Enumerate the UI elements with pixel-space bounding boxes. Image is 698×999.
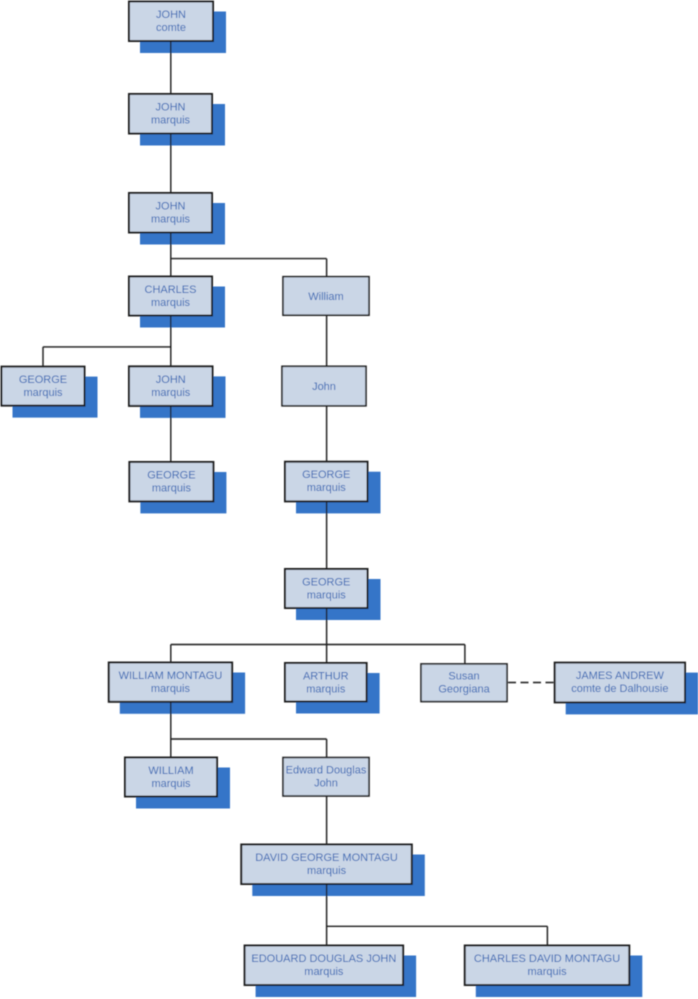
svg-text:JOHN: JOHN bbox=[156, 9, 186, 21]
svg-text:JOHN: JOHN bbox=[156, 374, 186, 386]
svg-text:marquis: marquis bbox=[304, 966, 344, 978]
svg-text:ARTHUR: ARTHUR bbox=[303, 671, 349, 683]
svg-text:marquis: marquis bbox=[527, 966, 567, 978]
svg-text:marquis: marquis bbox=[151, 683, 191, 695]
svg-text:William: William bbox=[308, 291, 343, 303]
svg-text:WILLIAM: WILLIAM bbox=[148, 765, 193, 777]
svg-text:marquis: marquis bbox=[151, 115, 191, 127]
svg-text:marquis: marquis bbox=[152, 483, 192, 495]
svg-text:DAVID GEORGE MONTAGU: DAVID GEORGE MONTAGU bbox=[255, 852, 398, 864]
svg-text:marquis: marquis bbox=[307, 482, 347, 494]
svg-text:GEORGE: GEORGE bbox=[302, 469, 350, 481]
svg-text:CHARLES DAVID MONTAGU: CHARLES DAVID MONTAGU bbox=[474, 953, 620, 965]
svg-text:marquis: marquis bbox=[151, 387, 191, 399]
svg-text:marquis: marquis bbox=[306, 684, 346, 696]
svg-text:marquis: marquis bbox=[151, 297, 191, 309]
svg-text:marquis: marquis bbox=[151, 778, 191, 790]
svg-text:GEORGE: GEORGE bbox=[302, 577, 350, 589]
svg-text:GEORGE: GEORGE bbox=[147, 470, 195, 482]
svg-text:marquis: marquis bbox=[307, 590, 347, 602]
svg-text:comte de Dalhousie: comte de Dalhousie bbox=[571, 683, 668, 695]
svg-text:JOHN: JOHN bbox=[156, 102, 186, 114]
svg-text:marquis: marquis bbox=[307, 865, 347, 877]
svg-text:WILLIAM MONTAGU: WILLIAM MONTAGU bbox=[119, 670, 223, 682]
svg-text:GEORGE: GEORGE bbox=[19, 374, 67, 386]
svg-text:JOHN: JOHN bbox=[156, 201, 186, 213]
svg-text:comte: comte bbox=[156, 22, 186, 34]
svg-text:CHARLES: CHARLES bbox=[145, 284, 197, 296]
svg-text:marquis: marquis bbox=[23, 387, 63, 399]
svg-text:EDOUARD DOUGLAS JOHN: EDOUARD DOUGLAS JOHN bbox=[251, 953, 396, 965]
svg-text:John: John bbox=[314, 778, 338, 790]
svg-text:Georgiana: Georgiana bbox=[438, 683, 490, 695]
svg-text:marquis: marquis bbox=[151, 214, 191, 226]
svg-text:John: John bbox=[312, 381, 336, 393]
svg-text:Edward Douglas: Edward Douglas bbox=[286, 765, 367, 777]
svg-text:JAMES ANDREW: JAMES ANDREW bbox=[576, 670, 665, 682]
svg-text:Susan: Susan bbox=[448, 670, 479, 682]
